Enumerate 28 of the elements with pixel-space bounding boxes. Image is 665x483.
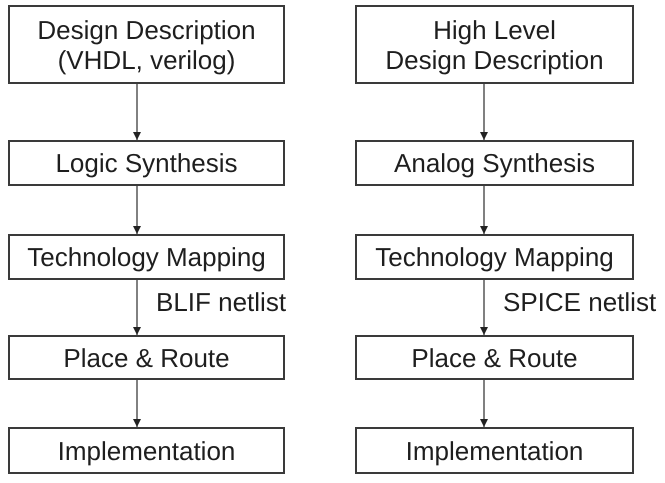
process-box	[355, 427, 634, 474]
arrow	[480, 380, 488, 427]
step-label: Technology Mapping	[27, 242, 266, 272]
process-box	[8, 234, 285, 280]
arrow	[480, 280, 488, 335]
process-box	[8, 140, 285, 186]
process-box	[355, 5, 634, 84]
arrow	[133, 186, 141, 234]
step-label: Logic Synthesis	[55, 148, 238, 178]
step-label: Place & Route	[63, 342, 230, 372]
arrow	[133, 84, 141, 140]
arrow	[480, 186, 488, 234]
arrow	[480, 84, 488, 140]
process-box	[355, 234, 634, 280]
step-label: Design Description (VHDL, verilog)	[37, 14, 256, 74]
step-label: Analog Synthesis	[394, 148, 595, 178]
process-box	[355, 140, 634, 186]
step-label: High Level Design Description	[385, 14, 604, 74]
step-label: Place & Route	[411, 342, 578, 372]
process-box	[8, 335, 285, 380]
step-label: Implementation	[406, 436, 584, 466]
arrow	[133, 380, 141, 427]
process-box	[8, 5, 285, 84]
step-label: Technology Mapping	[375, 242, 614, 272]
process-box	[355, 335, 634, 380]
arrow	[133, 280, 141, 335]
step-label: Implementation	[58, 436, 236, 466]
process-box	[8, 427, 285, 474]
